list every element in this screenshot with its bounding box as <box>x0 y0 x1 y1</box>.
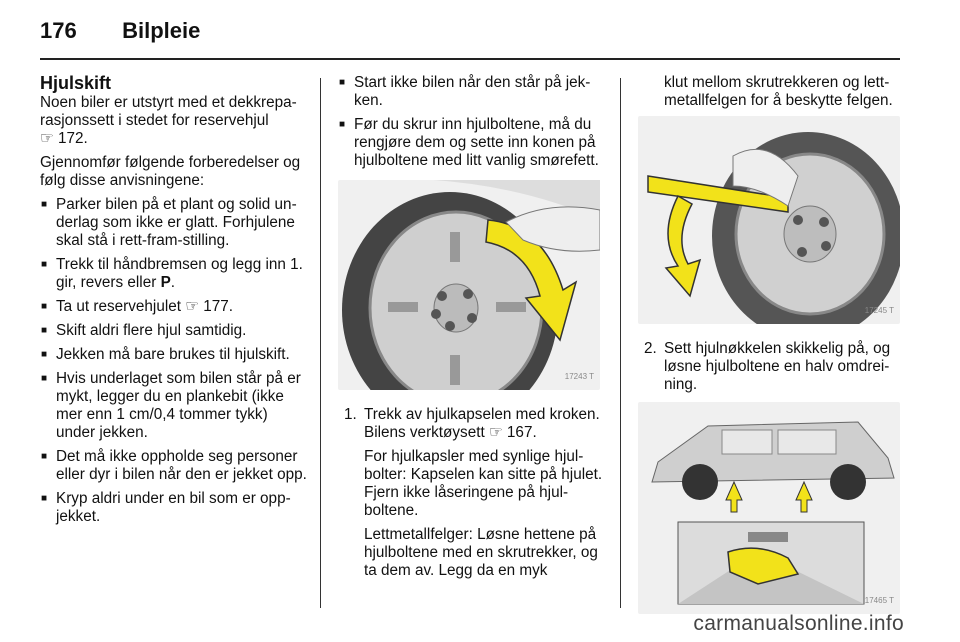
step-text: Sett hjulnøkkelen skikkelig på, og løsne… <box>664 340 891 393</box>
wheel-wrench-illustration: 17245 T <box>638 116 904 340</box>
wrench-icon <box>647 175 789 213</box>
bullet-item: Parker bilen på et plant og solid un­der… <box>40 196 308 250</box>
header-rule <box>40 58 900 60</box>
bullet-item: Før du skrur inn hjulboltene, må du reng… <box>338 116 606 170</box>
figure-number: 17243 T <box>564 372 594 381</box>
step-number: 1. <box>344 406 357 423</box>
turn-arrow-icon <box>664 194 702 298</box>
wheel-shape <box>682 464 718 500</box>
jack-point-arrow-icon <box>725 480 743 513</box>
section-title: Bilpleie <box>122 18 201 43</box>
intro-text: Noen biler er utstyrt med et dekkrepa­ra… <box>40 94 297 147</box>
wheel-shape <box>830 464 866 500</box>
paragraph: For hjulkapsler med synlige hjul­bolter:… <box>364 448 603 519</box>
wrench-drawing <box>647 132 904 340</box>
column-3: klut mellom skrutrekkeren og lett­metall… <box>638 74 904 630</box>
column-divider-2 <box>620 78 621 608</box>
jack-points-illustration: 17465 T <box>638 402 900 614</box>
bullet-item: Trekk til håndbremsen og legg inn 1. gir… <box>40 256 308 292</box>
column-1: Hjulskift Noen biler er utstyrt med et d… <box>40 74 308 532</box>
bullet-item: Ta ut reservehjulet ☞ 177. <box>40 298 308 316</box>
preparation-text: Gjennomfør følgende forberedelser og føl… <box>40 154 301 189</box>
step-text: Trekk av hjulkapselen med kro­ken. Bilen… <box>364 406 600 441</box>
figure-number: 17465 T <box>864 596 894 605</box>
bullet-item: Jekken må bare brukes til hjulskift. <box>40 346 308 364</box>
bullet-item: Start ikke bilen når den står på jek­ken… <box>338 74 606 110</box>
step-number: 2. <box>644 340 657 357</box>
wheel-hubcap-drawing <box>338 178 601 428</box>
bullet-item: Skift aldri flere hjul samtidig. <box>40 322 308 340</box>
figure-number: 17245 T <box>864 306 894 315</box>
step-1: 1. Trekk av hjulkapselen med kro­ken. Bi… <box>338 406 606 442</box>
column-2: Start ikke bilen når den står på jek­ken… <box>338 74 606 586</box>
bullet-item: Det må ikke oppholde seg personer eller … <box>40 448 308 484</box>
bullet-item: Kryp aldri under en bil som er opp­jekke… <box>40 490 308 526</box>
paragraph: Lettmetallfelger: Løsne hettene på hjulb… <box>364 526 598 579</box>
paragraph-continued: klut mellom skrutrekkeren og lett­metall… <box>664 74 893 109</box>
jack-point-arrow-icon <box>795 480 813 513</box>
car-jack-drawing <box>651 421 895 605</box>
cross-reference: ☞ 172. <box>40 130 88 147</box>
section-heading: Hjulskift <box>40 73 112 93</box>
page-number: 176 <box>40 18 77 43</box>
step-2: 2. Sett hjulnøkkelen skikkelig på, og lø… <box>638 340 900 394</box>
column-divider-1 <box>320 78 321 608</box>
bullet-item: Hvis underlaget som bilen står på er myk… <box>40 370 308 442</box>
hubcap-removal-illustration: 17243 T <box>338 178 601 428</box>
jack-head-icon <box>727 547 800 585</box>
hand-shape <box>732 148 799 207</box>
watermark: carmanualsonline.info <box>693 612 904 635</box>
page-header: 176 Bilpleie <box>40 18 200 44</box>
